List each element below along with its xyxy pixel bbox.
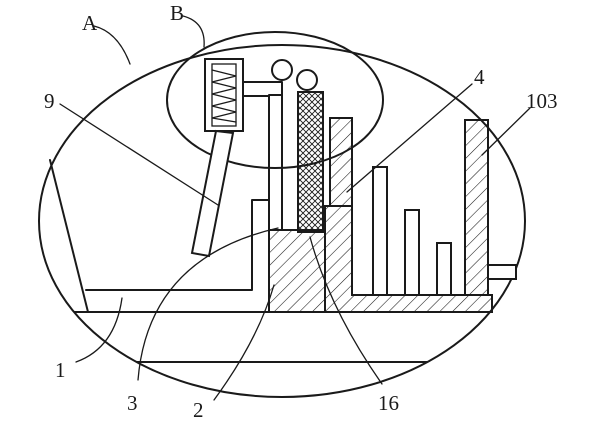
bar-2 xyxy=(404,209,420,296)
hatched-column xyxy=(268,229,326,313)
label-3: 3 xyxy=(127,391,138,415)
hatched-column-103 xyxy=(464,119,489,296)
clamp-inner xyxy=(211,63,237,127)
leader-103 xyxy=(481,107,531,156)
leader-2 xyxy=(213,284,275,401)
spring-zigzag xyxy=(211,69,237,123)
label-4: 4 xyxy=(474,65,485,89)
leader-1 xyxy=(75,297,123,363)
side-rail xyxy=(487,264,517,280)
label-16: 16 xyxy=(378,391,399,415)
leader-4 xyxy=(346,83,473,193)
vertical-plate xyxy=(268,94,283,231)
leader-b xyxy=(182,15,205,48)
hatched-base-l xyxy=(324,205,493,313)
clamp-bracket xyxy=(237,81,283,97)
detail-ellipse-b xyxy=(166,31,384,169)
hatched-wall-upper xyxy=(329,117,353,207)
label-a: A xyxy=(82,11,98,35)
ring-right xyxy=(296,69,318,91)
leader-a xyxy=(93,25,131,65)
detail-ellipse-a xyxy=(38,44,526,398)
leader-9 xyxy=(59,103,219,206)
label-b: B xyxy=(170,1,184,25)
tray-left-outline xyxy=(49,159,89,313)
tray-inner-outline xyxy=(85,199,270,291)
leader-16 xyxy=(309,236,383,385)
label-2: 2 xyxy=(193,398,204,422)
bar-1 xyxy=(372,166,388,296)
label-9: 9 xyxy=(44,89,55,113)
leader-3 xyxy=(137,227,279,381)
tilted-handle xyxy=(190,129,235,258)
bar-3 xyxy=(436,242,452,296)
label-1: 1 xyxy=(55,358,66,382)
ring-left xyxy=(271,59,293,81)
label-103: 103 xyxy=(526,89,558,113)
